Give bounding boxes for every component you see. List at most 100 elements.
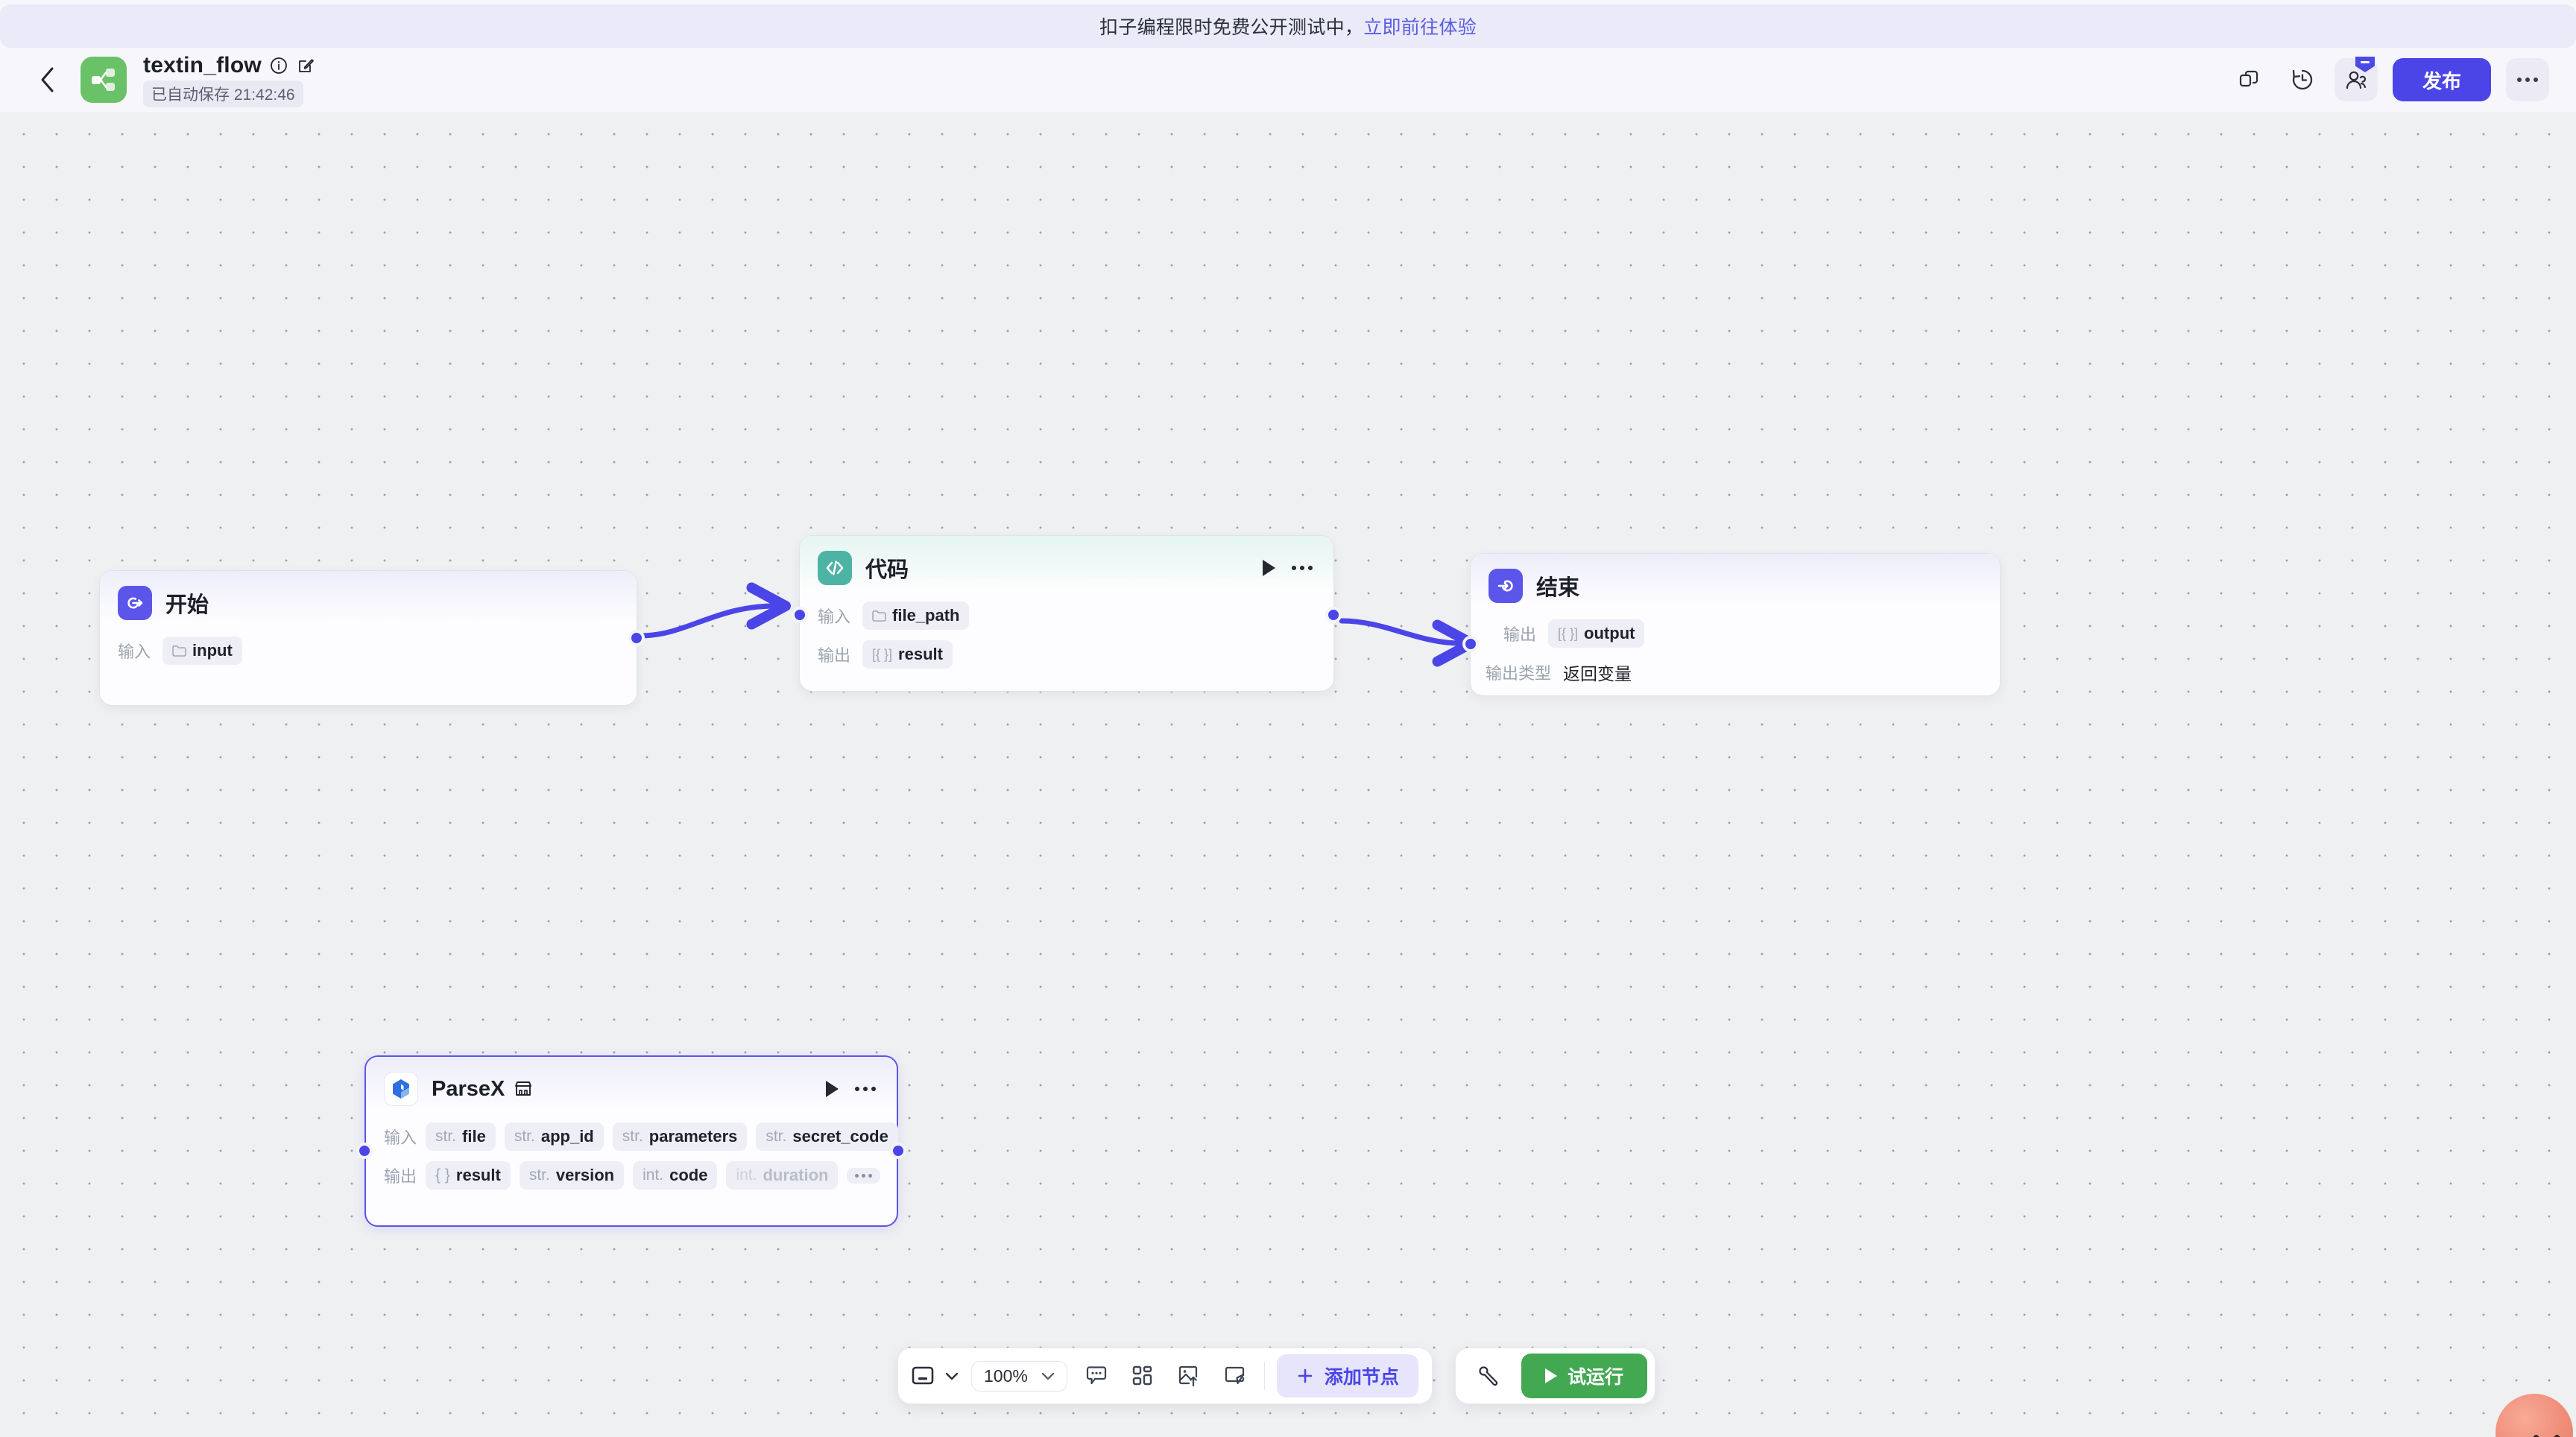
node-parsex-header: ParseX <box>366 1057 897 1109</box>
node-parsex-output-row: 输出 { } result str. version int. code int… <box>384 1160 891 1191</box>
image-upload-button[interactable] <box>1172 1359 1206 1393</box>
node-end-body: 输出 [{ }] output 输出类型 返回变量 <box>1471 606 2000 704</box>
announcement-text: 扣子编程限时免费公开测试中， <box>1099 17 1364 38</box>
fit-view-button[interactable] <box>912 1365 959 1387</box>
node-parsex-input-chip-parameters[interactable]: str. parameters <box>612 1122 748 1151</box>
node-code-more-icon[interactable] <box>1292 566 1313 570</box>
node-parsex-output-chip-duration[interactable]: int. duration <box>726 1161 839 1190</box>
add-node-label: 添加节点 <box>1324 1367 1399 1388</box>
type-str: str. <box>622 1128 643 1145</box>
node-end-output-type-row: 输出类型 返回变量 <box>1486 657 1982 688</box>
workflow-icon <box>92 69 115 91</box>
code-node-icon <box>818 551 852 585</box>
node-parsex-output-chip-version[interactable]: str. version <box>519 1161 625 1190</box>
sticky-note-button[interactable] <box>1218 1359 1252 1393</box>
node-parsex-run-icon[interactable] <box>826 1081 839 1097</box>
zoom-control[interactable]: 100% <box>971 1360 1067 1392</box>
add-node-button[interactable]: 添加节点 <box>1276 1354 1418 1397</box>
title-block: textin_flow 已自动保存 21:42:46 <box>143 53 315 107</box>
node-parsex-input-name-secret-code: secret_code <box>792 1127 888 1146</box>
node-end-output-chip-output[interactable]: [{ }] output <box>1548 619 1645 648</box>
test-run-label: 试运行 <box>1568 1367 1624 1388</box>
node-end-output-label: 输出 <box>1503 625 1537 644</box>
chevron-down-icon <box>1041 1372 1054 1380</box>
play-icon <box>1545 1368 1557 1383</box>
assistant-avatar[interactable] <box>2479 1362 2576 1437</box>
comment-button[interactable] <box>1079 1359 1114 1393</box>
edit-pencil-icon[interactable] <box>297 56 315 75</box>
folder-icon <box>872 610 886 622</box>
node-code-output-chip-result[interactable]: [{ }] result <box>862 640 953 669</box>
node-parsex-input-chip-file[interactable]: str. file <box>426 1122 496 1151</box>
announcement-link[interactable]: 立即前往体验 <box>1363 17 1477 38</box>
test-run-button[interactable]: 试运行 <box>1521 1354 1648 1398</box>
node-parsex-input-chip-app-id[interactable]: str. app_id <box>504 1122 604 1151</box>
node-code-run-icon[interactable] <box>1263 560 1275 576</box>
node-end[interactable]: 结束 输出 [{ }] output 输出类型 返回变量 <box>1462 553 2001 696</box>
publish-button[interactable]: 发布 <box>2392 58 2491 101</box>
node-code[interactable]: 代码 输入 file_path 输出 [{ }] resu <box>792 535 1342 692</box>
node-parsex-output-chip-result[interactable]: { } result <box>426 1161 511 1190</box>
collaborators-icon <box>2346 71 2367 89</box>
node-parsex-input-name-file: file <box>462 1127 486 1146</box>
folder-icon <box>172 645 186 657</box>
edge-code-to-end <box>1339 618 1477 667</box>
edge-layer <box>638 582 1477 667</box>
node-parsex-input-chip-secret-code[interactable]: str. secret_code <box>756 1122 898 1151</box>
object-array-icon: [{ }] <box>872 646 893 662</box>
node-parsex-input-name-app-id: app_id <box>540 1127 594 1146</box>
object-array-icon: [{ }] <box>1558 625 1579 641</box>
history-clock-icon <box>2292 69 2313 90</box>
node-parsex-output-chip-code[interactable]: int. code <box>633 1161 718 1190</box>
header-actions: 发布 <box>2227 57 2549 101</box>
workflow-canvas[interactable]: 开始 输入 input 代码 <box>0 112 2576 1437</box>
type-int: int. <box>736 1166 757 1184</box>
node-start-input-row: 输入 input <box>118 635 619 666</box>
node-code-input-port[interactable] <box>792 607 808 623</box>
node-start-input-label: 输入 <box>118 642 151 661</box>
history-button[interactable] <box>2281 58 2324 101</box>
node-parsex-input-port[interactable] <box>356 1143 373 1159</box>
autosave-status: 已自动保存 21:42:46 <box>143 80 303 107</box>
type-str: str. <box>528 1166 550 1184</box>
plus-icon <box>1298 1368 1313 1383</box>
node-code-input-chip-file-path[interactable]: file_path <box>862 601 970 630</box>
info-circle-icon[interactable] <box>270 56 288 75</box>
node-code-header: 代码 <box>800 536 1333 588</box>
node-code-input-name: file_path <box>892 606 960 625</box>
node-parsex-output-label: 输出 <box>384 1167 417 1186</box>
plugin-store-icon <box>514 1080 533 1098</box>
node-end-input-port[interactable] <box>1462 636 1479 652</box>
auto-layout-icon <box>1132 1365 1152 1386</box>
wrench-button[interactable] <box>1472 1359 1505 1392</box>
node-code-body: 输入 file_path 输出 [{ }] result <box>800 588 1333 686</box>
node-code-output-label: 输出 <box>818 646 851 665</box>
node-start[interactable]: 开始 输入 input <box>99 570 645 706</box>
fit-view-icon <box>912 1366 934 1385</box>
node-code-title: 代码 <box>865 558 909 582</box>
node-start-body: 输入 input <box>100 623 637 683</box>
duplicate-button[interactable] <box>2227 58 2270 101</box>
node-parsex-output-port[interactable] <box>890 1143 906 1159</box>
announcement-banner: 扣子编程限时免费公开测试中， 立即前往体验 <box>0 4 2576 48</box>
node-start-title: 开始 <box>165 593 209 617</box>
type-int: int. <box>643 1166 664 1184</box>
node-parsex-outputs-more-icon[interactable] <box>847 1167 881 1184</box>
node-parsex[interactable]: ParseX 输入 str. file s <box>356 1055 906 1227</box>
edge-start-to-code <box>638 582 791 639</box>
type-str: str. <box>765 1128 787 1145</box>
collaborators-button[interactable] <box>2334 57 2378 101</box>
node-end-title: 结束 <box>1536 576 1580 600</box>
auto-layout-button[interactable] <box>1126 1359 1160 1393</box>
more-horizontal-icon <box>2517 78 2538 82</box>
node-parsex-more-icon[interactable] <box>855 1087 876 1091</box>
node-start-output-port[interactable] <box>628 630 645 646</box>
node-start-input-chip-input[interactable]: input <box>162 637 242 665</box>
node-parsex-tools <box>826 1081 879 1097</box>
app-header: textin_flow 已自动保存 21:42:46 <box>0 48 2576 112</box>
node-parsex-body: 输入 str. file str. app_id str. parameters… <box>366 1109 898 1207</box>
workflow-app-icon <box>80 57 127 103</box>
header-more-button[interactable] <box>2506 58 2549 101</box>
back-button[interactable] <box>30 63 64 97</box>
node-code-output-port[interactable] <box>1325 607 1342 623</box>
